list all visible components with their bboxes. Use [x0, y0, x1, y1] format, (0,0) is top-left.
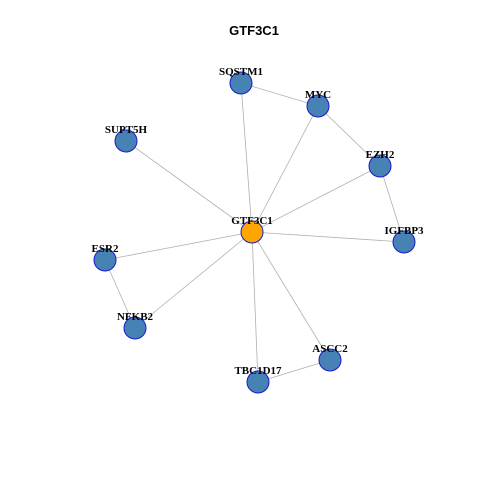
node-label-ascc2: ASCC2 [312, 343, 348, 355]
node-tbc1d17 [246, 370, 270, 394]
edge-myc-ezh2 [317, 105, 381, 167]
node-label-esr2: ESR2 [92, 243, 119, 255]
node-label-sqstm1: SQSTM1 [219, 66, 263, 78]
edge-ascc2-tbc1d17 [257, 359, 331, 383]
edge-gtf3c1-ascc2 [251, 231, 331, 361]
node-igfbp3 [392, 230, 416, 254]
node-nfkb2 [123, 316, 147, 340]
node-sqstm1 [229, 71, 253, 95]
node-gtf3c1 [240, 220, 264, 244]
edge-gtf3c1-esr2 [104, 231, 253, 261]
edge-gtf3c1-tbc1d17 [251, 231, 259, 383]
node-label-supt5h: SUPT5H [105, 124, 148, 136]
edge-esr2-nfkb2 [104, 259, 136, 329]
node-label-ezh2: EZH2 [366, 149, 395, 161]
edge-gtf3c1-sqstm1 [240, 82, 253, 233]
node-ezh2 [368, 154, 392, 178]
edges-layer [104, 82, 405, 383]
edge-gtf3c1-supt5h [125, 140, 253, 233]
node-esr2 [93, 248, 117, 272]
graph-title: GTF3C1 [229, 23, 279, 38]
edge-sqstm1-myc [240, 82, 319, 107]
node-label-gtf3c1: GTF3C1 [231, 215, 273, 227]
edge-gtf3c1-myc [251, 105, 319, 233]
node-label-igfbp3: IGFBP3 [384, 225, 424, 237]
node-ascc2 [318, 348, 342, 372]
node-label-nfkb2: NFKB2 [117, 311, 154, 323]
node-myc [306, 94, 330, 118]
edge-gtf3c1-ezh2 [251, 165, 381, 233]
node-label-tbc1d17: TBC1D17 [234, 365, 282, 377]
node-label-myc: MYC [305, 89, 331, 101]
edge-gtf3c1-nfkb2 [134, 231, 253, 329]
node-supt5h [114, 129, 138, 153]
edge-ezh2-igfbp3 [379, 165, 405, 243]
nodes-layer [93, 71, 416, 394]
edge-gtf3c1-igfbp3 [251, 231, 405, 243]
